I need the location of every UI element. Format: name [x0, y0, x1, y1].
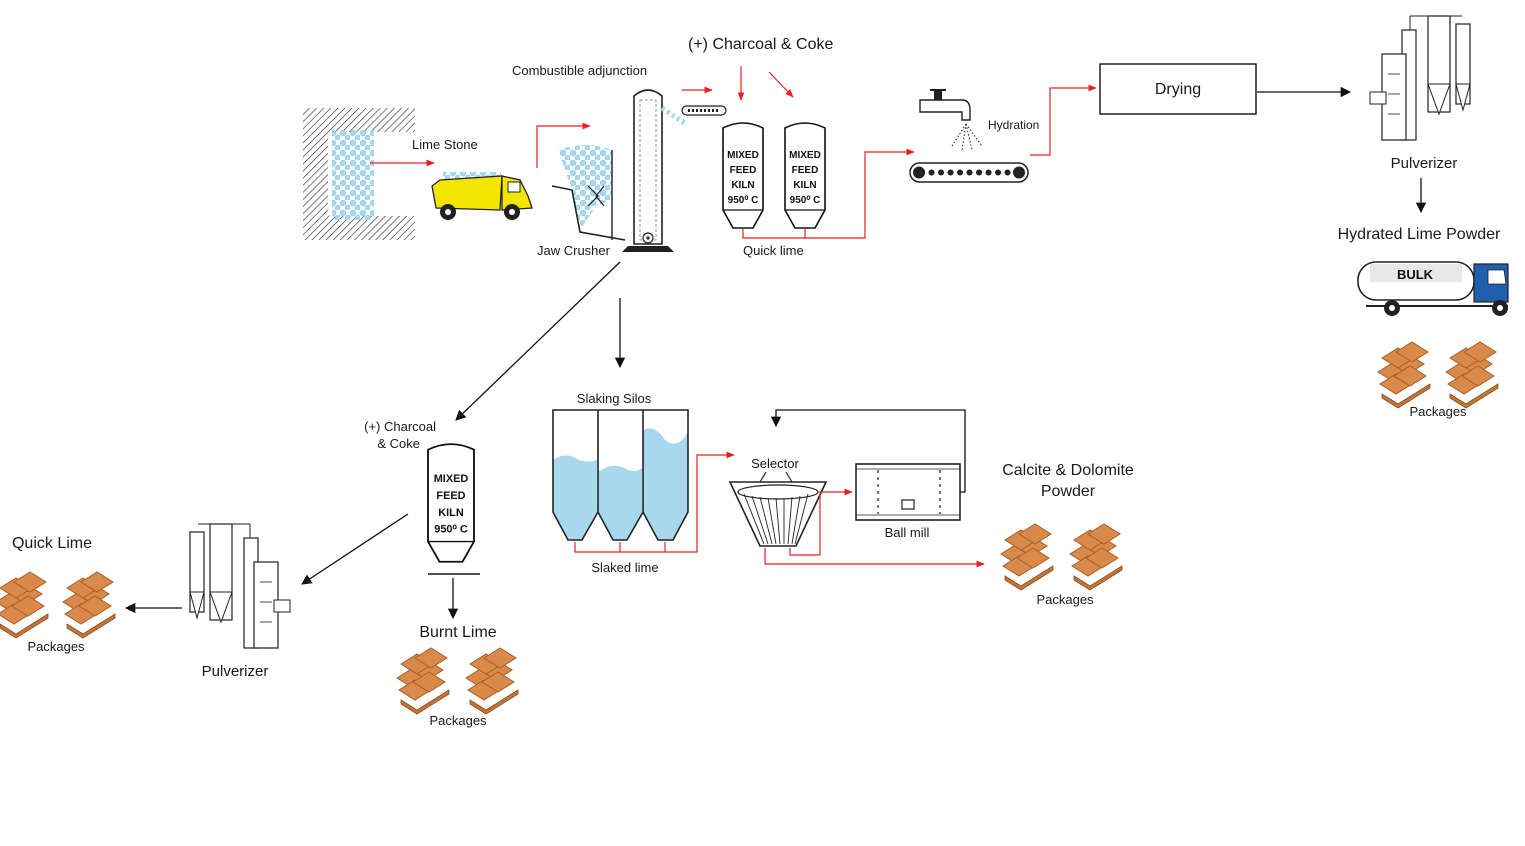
arrow-selector-to-ball-mill: [789, 488, 853, 556]
hydrated-lime-powder-label: Hydrated Lime Powder: [1338, 226, 1501, 243]
selector-pointer-right: [785, 471, 793, 483]
kiln-line3: KILN: [438, 507, 464, 519]
package-icon: [0, 572, 48, 638]
burnt-lime-label: Burnt Lime: [419, 624, 496, 641]
charcoal-coke-label-1: (+) Charcoal: [364, 419, 436, 434]
slaked-lime-label: Slaked lime: [591, 560, 658, 575]
pulverizer-top-icon: [1369, 15, 1471, 141]
kiln-lower: MIXED FEED KILN 950⁰ C: [427, 443, 475, 563]
slaking-silos-label: Slaking Silos: [577, 391, 652, 406]
kiln-line1: MIXED: [789, 150, 821, 161]
calcite-label-1: Calcite & Dolomite: [1002, 462, 1134, 479]
selector-pointer-left: [759, 471, 767, 483]
pulverizer-left-icon: [189, 523, 291, 649]
package-icon: [1378, 342, 1430, 408]
top-conveyor-icon: [681, 105, 727, 116]
pulverizer-top-label: Pulverizer: [1391, 155, 1458, 172]
water-tap-icon: [919, 89, 983, 151]
package-icon: [1070, 524, 1122, 590]
arrow-kilns-to-hydration: [742, 148, 915, 239]
arrow-truck-to-crusher: [536, 122, 591, 168]
selector-icon: [728, 481, 828, 547]
packages-label-calcite: Packages: [1036, 592, 1094, 607]
kiln-line2: FEED: [730, 165, 757, 176]
arrow-crusher-to-kiln: [455, 261, 621, 421]
arrow-selector-to-calcite: [764, 548, 985, 568]
dump-truck-icon: [431, 172, 533, 220]
kiln-line2: FEED: [792, 165, 819, 176]
arrow-kiln-to-pulverizer: [301, 513, 409, 585]
selector-label: Selector: [751, 456, 799, 471]
jaw-crusher-label: Jaw Crusher: [537, 243, 611, 258]
package-icon: [1446, 342, 1498, 408]
kiln-top-1: MIXED FEED KILN 950⁰ C: [722, 122, 764, 229]
arrow-silos-to-selector: [574, 451, 735, 553]
hydration-label: Hydration: [988, 118, 1039, 132]
kiln-line2: FEED: [436, 490, 465, 502]
kiln-top-2: MIXED FEED KILN 950⁰ C: [784, 122, 826, 229]
pulverizer-left-label: Pulverizer: [202, 663, 269, 680]
kiln-line1: MIXED: [434, 473, 469, 485]
kiln-line4: 950⁰ C: [790, 195, 821, 206]
kiln-line1: MIXED: [727, 150, 759, 161]
arrow-charcoal-to-kiln-2: [768, 71, 794, 98]
packages-label-burnt-lime: Packages: [429, 713, 487, 728]
packages-label-top-right: Packages: [1409, 404, 1467, 419]
charcoal-coke-top-label: (+) Charcoal & Coke: [688, 36, 833, 53]
drying-label: Drying: [1155, 81, 1201, 98]
kiln-line4: 950⁰ C: [728, 195, 759, 206]
hydration-conveyor-icon: [909, 162, 1029, 183]
package-icon: [1001, 524, 1053, 590]
drying-box: [1099, 63, 1257, 115]
lime-stone-label: Lime Stone: [412, 137, 478, 152]
quick-lime-top-label: Quick lime: [743, 243, 804, 258]
package-icon: [397, 648, 449, 714]
ball-mill-label: Ball mill: [885, 525, 930, 540]
packages-label-quick-lime: Packages: [27, 639, 85, 654]
arrow-ball-mill-recycle: [770, 409, 966, 493]
package-icon: [63, 572, 115, 638]
jaw-crusher-icon: [551, 145, 626, 241]
bucket-elevator-icon: [622, 89, 688, 252]
arrow-hydration-to-drying: [1030, 84, 1097, 156]
quarry-icon: [303, 108, 415, 240]
bulk-truck-icon: [1357, 261, 1509, 316]
slaking-silos-icon: [552, 409, 689, 541]
calcite-label-2: Powder: [1041, 483, 1096, 500]
kiln-line4: 950⁰ C: [434, 524, 468, 536]
charcoal-coke-label-2: & Coke: [377, 436, 420, 451]
ball-mill-icon: [855, 463, 961, 521]
kiln-line3: KILN: [731, 180, 754, 191]
combustible-adjunction-label: Combustible adjunction: [512, 63, 647, 78]
package-icon: [466, 648, 518, 714]
bulk-label: BULK: [1397, 267, 1434, 282]
quick-lime-left-label: Quick Lime: [12, 535, 92, 552]
kiln-line3: KILN: [793, 180, 816, 191]
